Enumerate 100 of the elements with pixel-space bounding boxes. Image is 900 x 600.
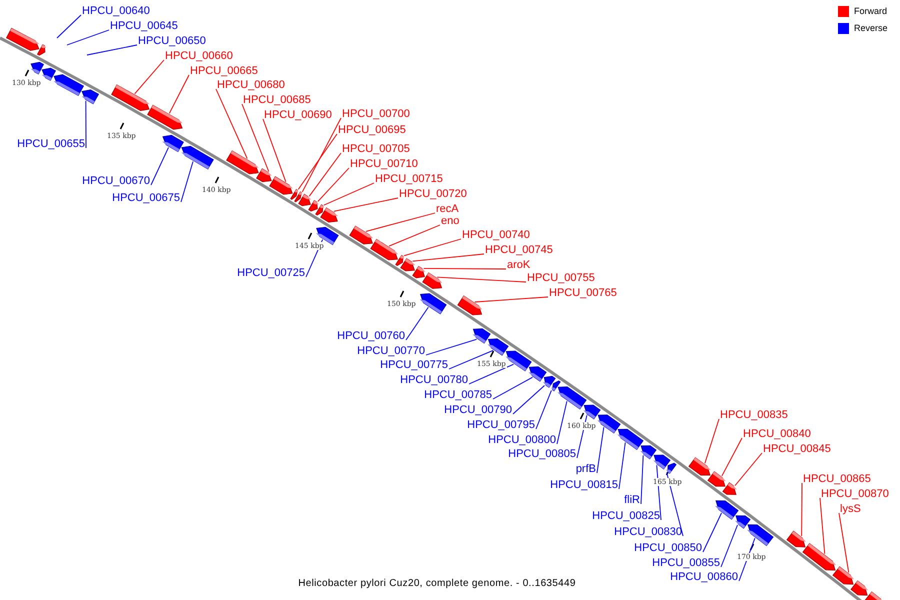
gene-label: eno xyxy=(441,215,460,228)
gene-label: HPCU_00760 xyxy=(337,330,405,343)
gene-label: HPCU_00835 xyxy=(720,409,788,422)
gene-block xyxy=(735,515,751,529)
leader-line xyxy=(474,296,548,302)
gene-label: HPCU_00690 xyxy=(264,109,332,122)
leader-line xyxy=(512,385,545,414)
gene-block xyxy=(653,454,671,470)
gene-label: HPCU_00700 xyxy=(342,108,410,121)
gene-block xyxy=(256,168,272,182)
gene-label: HPCU_00655 xyxy=(17,138,85,151)
leader-line xyxy=(56,14,82,38)
gene-label: HPCU_00695 xyxy=(338,124,406,137)
leader-line xyxy=(536,390,552,430)
gene-label: HPCU_00680 xyxy=(217,79,285,92)
gene-block xyxy=(715,500,739,520)
gene-block xyxy=(42,68,56,81)
gene-label: HPCU_00745 xyxy=(485,244,553,257)
gene-block xyxy=(488,338,509,356)
gene-block xyxy=(30,62,44,74)
leader-line xyxy=(423,268,506,270)
leader-line xyxy=(801,482,802,536)
gene-label: HPCU_00840 xyxy=(743,428,811,441)
leader-line xyxy=(333,198,398,212)
leader-line xyxy=(262,118,286,182)
gene-label: HPCU_00705 xyxy=(342,143,410,156)
gene-block xyxy=(54,74,84,96)
gene-label: HPCU_00670 xyxy=(82,175,150,188)
leader-line xyxy=(404,238,462,256)
gene-block xyxy=(457,295,482,316)
leader-line xyxy=(468,364,514,384)
gene-label: HPCU_00790 xyxy=(444,404,512,417)
gene-label: HPCU_00780 xyxy=(400,374,468,387)
leader-line xyxy=(298,134,338,190)
legend-label: Forward xyxy=(854,5,888,18)
leader-line xyxy=(436,276,526,282)
gene-block xyxy=(786,530,806,548)
gene-block xyxy=(747,524,774,546)
gene-block xyxy=(420,293,447,314)
gene-block xyxy=(597,414,621,434)
leader-line xyxy=(426,338,478,356)
gene-block xyxy=(308,200,319,212)
gene-label: HPCU_00845 xyxy=(763,443,831,456)
gene-label: recA xyxy=(436,203,459,216)
gene-label: HPCU_00650 xyxy=(138,35,206,48)
leader-line xyxy=(323,182,374,206)
gene-label: HPCU_00850 xyxy=(634,542,702,555)
leader-line xyxy=(308,152,342,197)
gene-block xyxy=(162,134,184,152)
gene-block xyxy=(850,580,868,596)
gene-label: HPCU_00785 xyxy=(424,389,492,402)
gene-block xyxy=(707,471,726,487)
gene-label: prfB xyxy=(576,463,596,476)
gene-block xyxy=(688,457,711,476)
leader-line xyxy=(317,168,350,202)
gene-block xyxy=(298,194,312,206)
gene-block xyxy=(269,176,293,195)
gene-block xyxy=(506,350,532,372)
gene-label: HPCU_00685 xyxy=(243,94,311,107)
gene-label: HPCU_00825 xyxy=(592,510,660,523)
gene-block xyxy=(36,44,46,56)
gene-label: HPCU_00855 xyxy=(652,557,720,570)
leader-line xyxy=(85,100,86,148)
gene-label: HPCU_00725 xyxy=(237,267,305,280)
leader-line xyxy=(556,400,568,444)
leader-line xyxy=(702,512,722,552)
gene-block xyxy=(412,266,426,278)
gene-block xyxy=(111,84,150,112)
gene-label: HPCU_00645 xyxy=(110,20,178,33)
gene-label: HPCU_00765 xyxy=(549,287,617,300)
leader-line xyxy=(734,452,762,486)
gene-label: HPCU_00770 xyxy=(357,345,425,358)
leader-line xyxy=(448,350,494,370)
gene-label: fliR xyxy=(624,494,640,507)
leader-line xyxy=(134,60,164,94)
gene-label: HPCU_00865 xyxy=(803,473,871,486)
leader-line xyxy=(168,74,190,114)
leader-line xyxy=(86,44,138,56)
gene-block xyxy=(81,89,99,104)
leader-line xyxy=(640,454,644,504)
gene-label: HPCU_00805 xyxy=(508,448,576,461)
gene-label: HPCU_00715 xyxy=(375,173,443,186)
leader-line xyxy=(721,438,742,476)
gene-block xyxy=(395,254,404,266)
gene-block xyxy=(349,226,374,244)
gene-block xyxy=(617,428,644,450)
gene-block xyxy=(226,150,259,174)
gene-label: HPCU_00665 xyxy=(190,65,258,78)
leader-line xyxy=(412,254,484,262)
gene-label: HPCU_00720 xyxy=(399,188,467,201)
gene-block xyxy=(802,542,836,571)
gene-label: HPCU_00830 xyxy=(614,526,682,539)
gene-label: HPCU_00815 xyxy=(550,479,618,492)
leader-line xyxy=(388,224,440,247)
gene-label: HPCU_00740 xyxy=(462,229,530,242)
gene-label: HPCU_00710 xyxy=(350,158,418,171)
gene-block xyxy=(472,328,491,344)
gene-block xyxy=(528,366,547,382)
gene-label: HPCU_00675 xyxy=(112,192,180,205)
leader-line xyxy=(618,442,626,490)
